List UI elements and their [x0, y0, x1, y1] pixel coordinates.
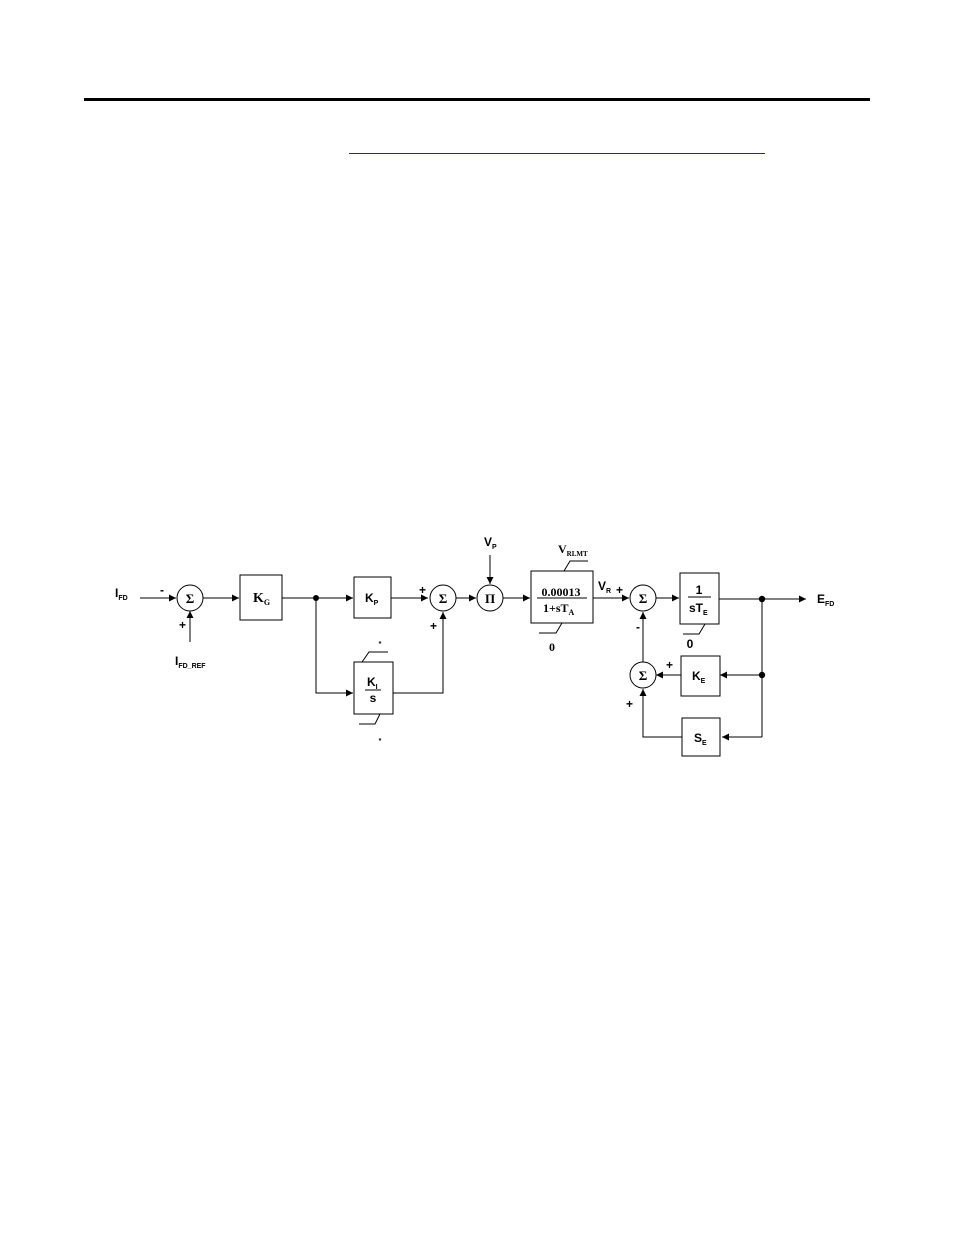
ki-denominator: s	[370, 691, 377, 705]
efd-label: EFD	[817, 592, 834, 608]
sign-sum4-se: +	[626, 697, 633, 711]
amp-lower-limit: 0	[549, 640, 555, 654]
exciter-block: 1 sTE 0	[680, 573, 719, 651]
ke-block: KE	[681, 656, 720, 696]
summing-junction-1: Σ	[177, 585, 203, 611]
branch-dot-feedback	[759, 672, 765, 678]
sign-sum2-kp: +	[419, 583, 426, 597]
sum-symbol: Σ	[186, 591, 195, 606]
sum-symbol: Σ	[639, 591, 648, 606]
vrlmt-label: VRLMT	[558, 542, 588, 558]
ki-upper-limit-line	[362, 652, 388, 662]
ki-block: KI s * *	[354, 641, 393, 745]
ki-lower-limit-mark: *	[379, 738, 382, 745]
summing-junction-2: Σ	[430, 585, 456, 611]
sign-sum4-ke: +	[666, 658, 673, 672]
product-symbol: Π	[485, 591, 495, 606]
branch-dot-efd	[759, 596, 765, 602]
ifd-ref-label: IFD_REF	[175, 654, 206, 670]
wire-se-to-sum4	[643, 689, 682, 737]
wire-branch-to-ki	[316, 598, 353, 693]
vr-label: VR	[598, 579, 611, 595]
vp-label: VP	[484, 535, 497, 551]
ki-upper-limit-mark: *	[379, 641, 382, 648]
kp-block: KP	[354, 577, 391, 618]
exciter-numerator: 1	[696, 583, 703, 597]
summing-junction-3: Σ	[630, 585, 656, 611]
amp-lower-limit-line	[539, 623, 562, 633]
sign-sum1-ifd: -	[160, 583, 164, 597]
amp-numerator: 0.00013	[542, 585, 581, 599]
branch-dot-kg	[313, 595, 319, 601]
exciter-lower-limit: 0	[687, 637, 694, 651]
se-block: SE	[682, 718, 720, 756]
sum-symbol: Σ	[439, 591, 448, 606]
sum-symbol: Σ	[639, 668, 648, 683]
kg-block: KG	[240, 575, 282, 620]
sign-sum2-ki: +	[430, 619, 437, 633]
exciter-lower-limit-line	[683, 624, 705, 634]
ifd-label: IFD	[115, 586, 128, 602]
sign-sum1-ref: +	[179, 618, 186, 632]
amplifier-block: 0.00013 1+sTA 0	[531, 561, 593, 654]
sign-sum3-vr: +	[616, 583, 623, 597]
amp-upper-limit-line	[564, 561, 588, 571]
ki-lower-limit-line	[359, 714, 380, 724]
product-junction: Π	[477, 585, 503, 611]
summing-junction-4: Σ	[630, 662, 656, 688]
sign-sum3-feedback: -	[636, 620, 640, 634]
